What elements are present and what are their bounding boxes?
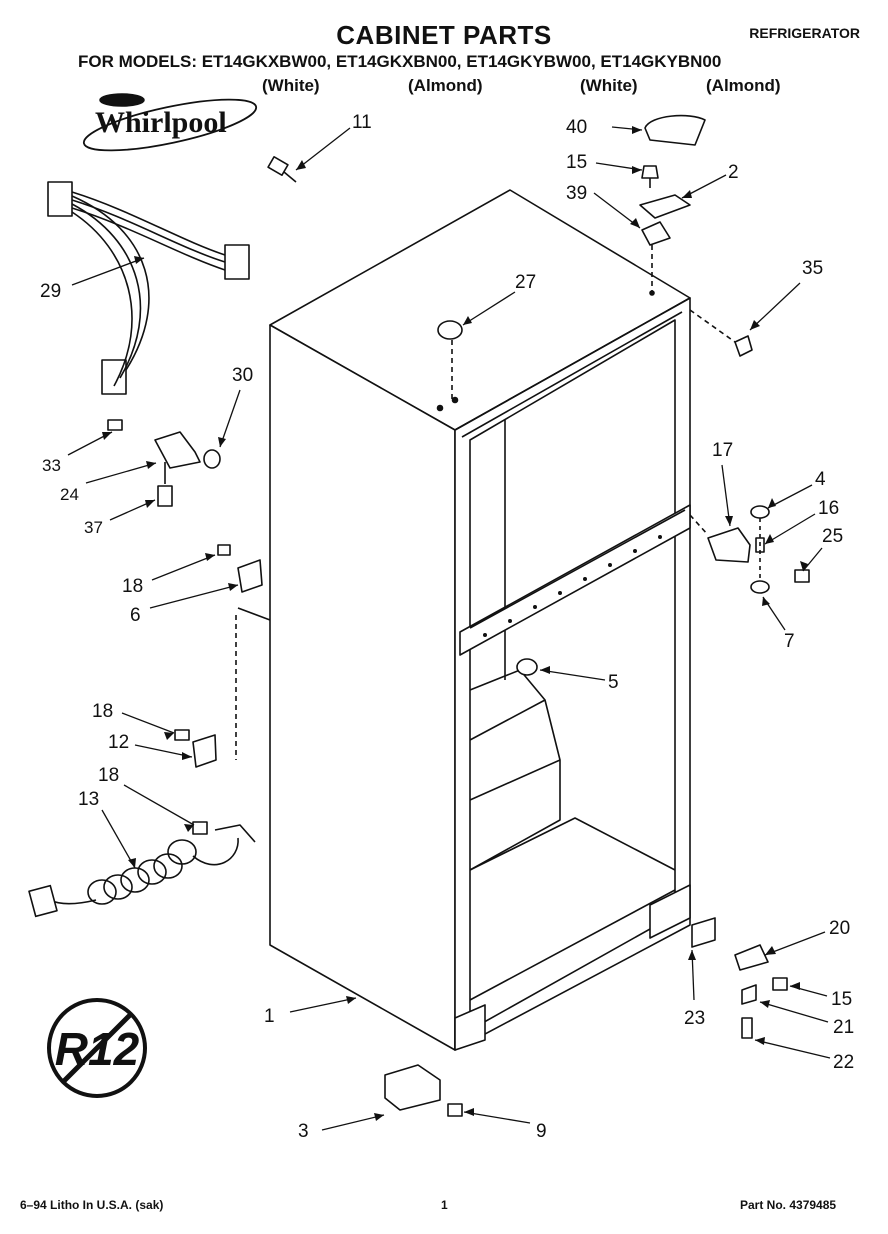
callout-24: 24: [60, 485, 79, 504]
callout-40: 40: [566, 117, 588, 138]
callout-5: 5: [608, 672, 619, 693]
leveling-leg-3: [384, 1064, 463, 1117]
callout-16: 16: [818, 498, 840, 519]
callout-4: 4: [815, 469, 826, 490]
bottom-hinge-mount: [454, 884, 691, 1051]
r12-no-symbol: R12: [47, 998, 147, 1098]
callout-25: 25: [822, 526, 844, 547]
callout-20: 20: [829, 918, 851, 939]
mullion-rail: [459, 504, 691, 656]
callout-13: 13: [78, 789, 100, 810]
callout-22: 22: [833, 1052, 855, 1073]
callout-15-top: 15: [566, 152, 588, 173]
screw-11: [267, 156, 297, 183]
callout-30: 30: [232, 365, 254, 386]
hinge-cover-40: [644, 114, 706, 146]
plug-27: [437, 320, 463, 400]
callout-12: 12: [108, 732, 130, 753]
model-color-2: (Almond): [408, 76, 483, 95]
power-cord-13: [28, 729, 256, 918]
callout-11: 11: [352, 112, 372, 133]
callout-18-middle: 18: [92, 701, 114, 722]
bracket-assembly-24: [107, 419, 221, 507]
model-color-1: (White): [262, 76, 320, 95]
footer-part-number: Part No. 4379485: [740, 1198, 837, 1212]
callout-23: 23: [684, 1008, 706, 1029]
callout-37: 37: [84, 518, 103, 537]
callout-18-lower: 18: [98, 765, 120, 786]
callout-33: 33: [42, 456, 61, 475]
models-line: FOR MODELS: ET14GKXBW00, ET14GKXBN00, ET…: [78, 52, 722, 71]
callout-6: 6: [130, 605, 141, 626]
callout-35: 35: [802, 258, 824, 279]
footer-print-info: 6–94 Litho In U.S.A. (sak): [20, 1198, 164, 1212]
callout-3: 3: [298, 1121, 309, 1142]
plug-5: [516, 658, 538, 676]
callout-29: 29: [40, 281, 62, 302]
logo-brand-text: Whirlpool: [95, 106, 227, 139]
model-color-3: (White): [580, 76, 638, 95]
cabinet-body: [269, 189, 691, 1051]
whirlpool-logo: Whirlpool: [82, 93, 258, 152]
center-hinge-parts: [689, 505, 810, 594]
wire-harness: [47, 181, 250, 395]
callout-9: 9: [536, 1121, 547, 1142]
top-hinge-parts: [639, 165, 691, 292]
callout-27: 27: [515, 272, 537, 293]
callout-18-upper: 18: [122, 576, 144, 597]
callout-2: 2: [728, 162, 739, 183]
footer-page-number: 1: [441, 1198, 448, 1212]
category-label: REFRIGERATOR: [749, 25, 860, 41]
callout-15-bottom: 15: [831, 989, 853, 1010]
callout-39: 39: [566, 183, 588, 204]
model-color-4: (Almond): [706, 76, 781, 95]
callout-7: 7: [784, 631, 795, 652]
bracket-6: [217, 544, 271, 760]
callout-17: 17: [712, 440, 734, 461]
callout-21: 21: [833, 1017, 855, 1038]
bottom-hinge-parts: [691, 917, 788, 1039]
plug-35: [689, 309, 753, 357]
page-title: CABINET PARTS: [336, 20, 552, 50]
callout-1: 1: [264, 1006, 275, 1027]
leader-arrowheads: [102, 126, 808, 1121]
